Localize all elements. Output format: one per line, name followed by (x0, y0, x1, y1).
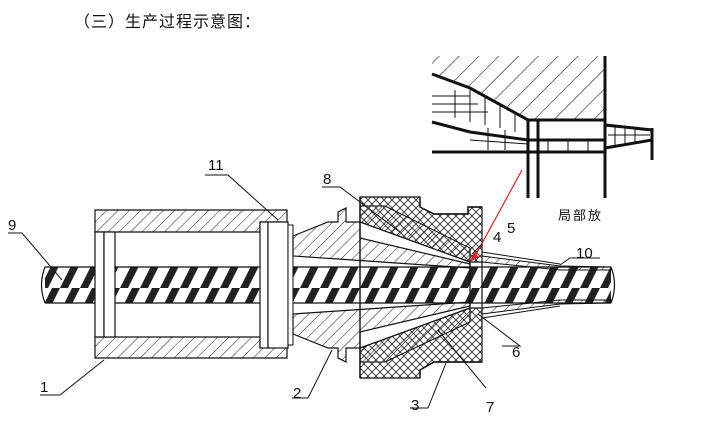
label-2: 2 (293, 385, 301, 402)
label-4: 4 (493, 229, 501, 246)
label-3: 3 (411, 397, 419, 414)
conductor-wire (40, 266, 616, 304)
label-9: 9 (8, 217, 16, 234)
label-10: 10 (576, 245, 593, 262)
label-8: 8 (323, 171, 331, 188)
part-3-die-holder (359, 196, 483, 379)
label-6: 6 (512, 344, 520, 361)
detail-caption: 局部放 (558, 209, 604, 224)
part-1-barrel-sleeve (94, 209, 288, 359)
label-1: 1 (40, 379, 48, 396)
part-number-labels: 9 11 8 4 5 10 1 2 3 6 7 (8, 157, 593, 416)
page-title: （三）生产过程示意图： (74, 12, 262, 31)
label-11: 11 (208, 157, 224, 174)
label-5: 5 (507, 220, 515, 237)
part-10-insulation-cone (481, 251, 612, 319)
leader-lines (8, 174, 600, 409)
part-11-flange-ring (259, 221, 294, 349)
detail-leader-arrow-icon (470, 252, 479, 262)
detail-leader-line (473, 169, 523, 259)
detail-inset (431, 56, 654, 198)
label-7: 7 (486, 399, 494, 416)
centerline-mark (427, 296, 437, 306)
